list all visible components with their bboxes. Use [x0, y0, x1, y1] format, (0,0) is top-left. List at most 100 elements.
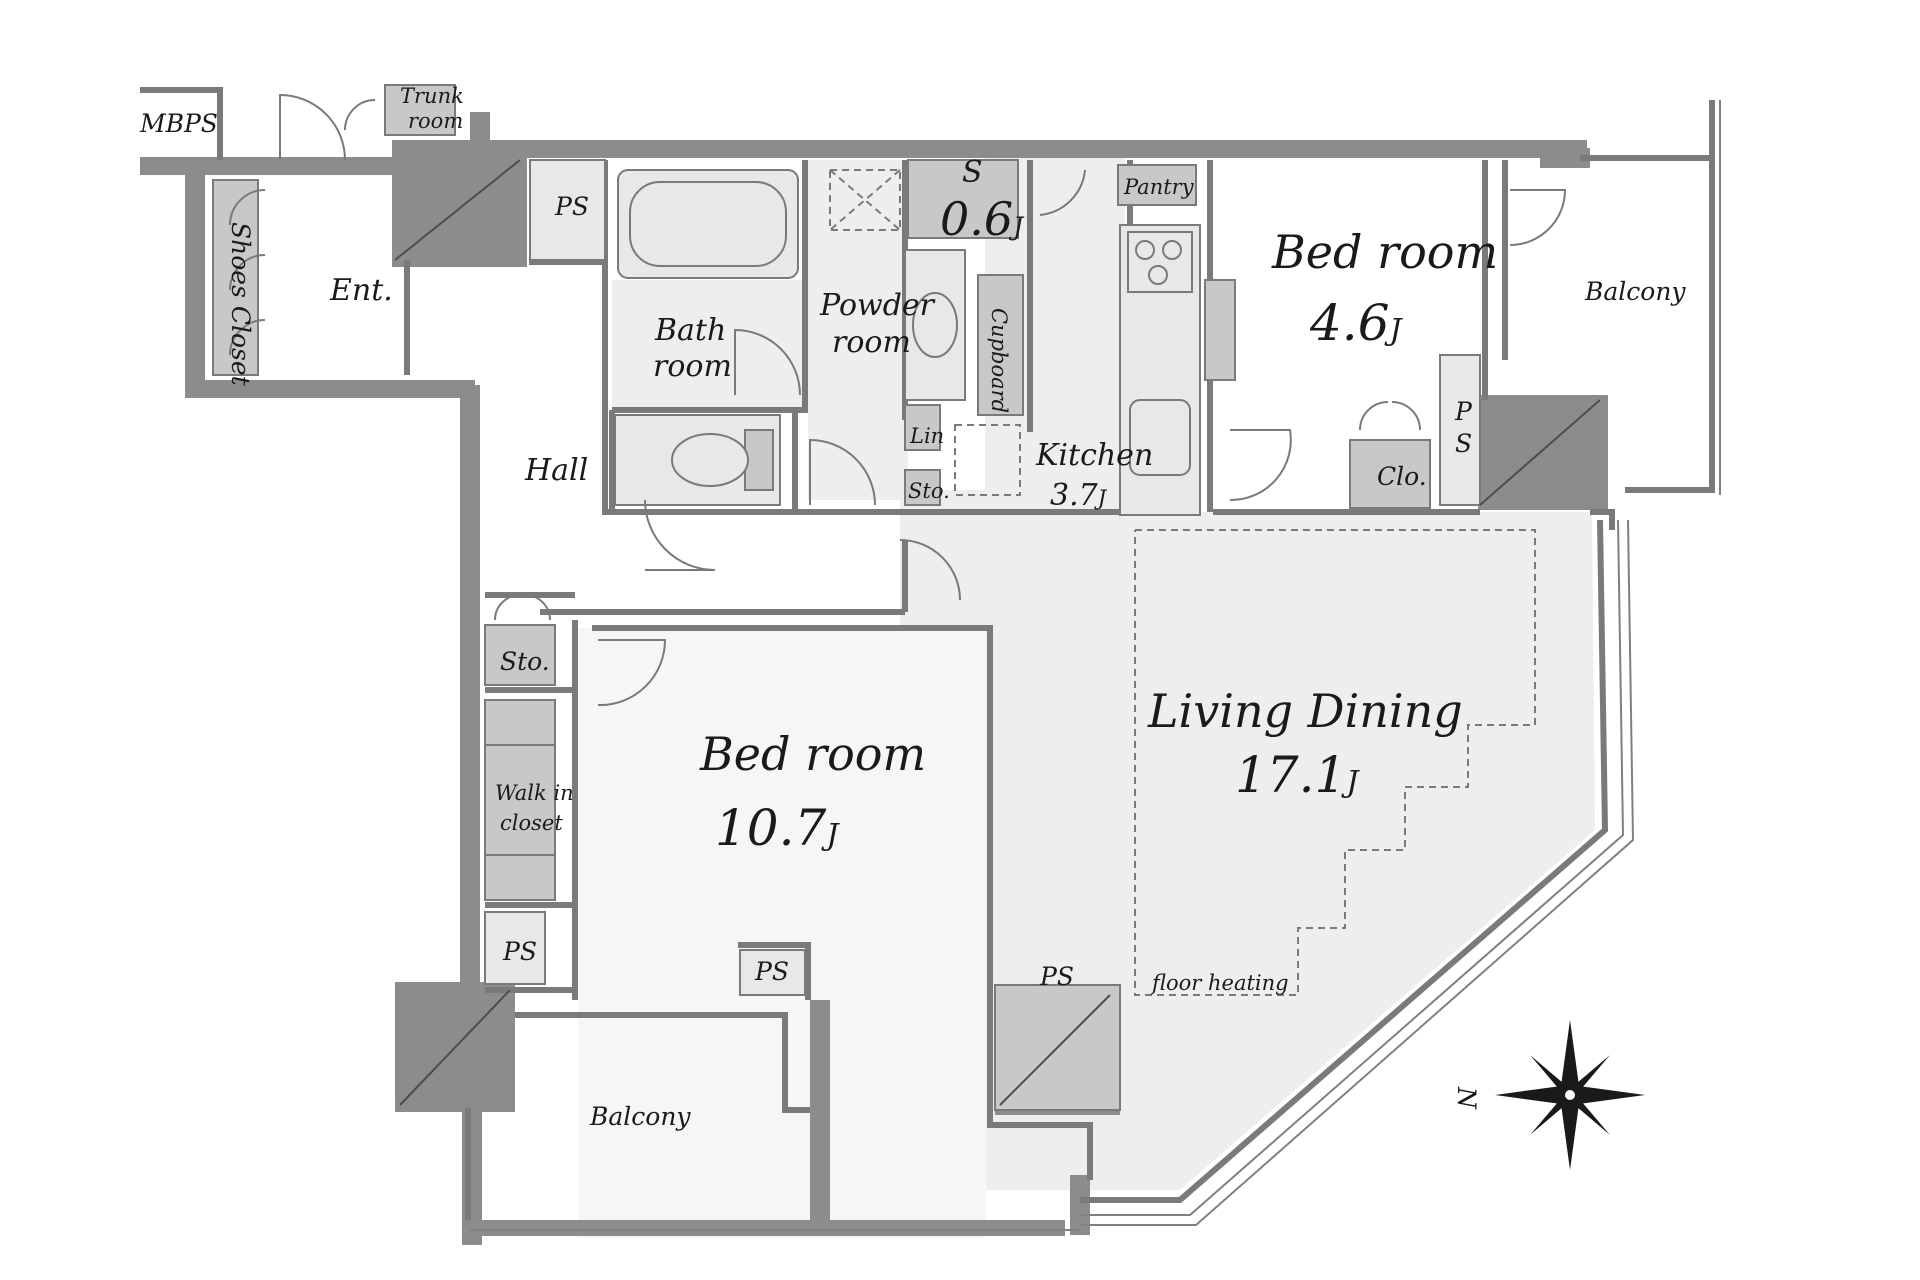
- angled-exterior-wall: [470, 519, 1635, 1231]
- compass-center: [1563, 1088, 1577, 1102]
- sink: [912, 292, 958, 358]
- closet-door: [494, 594, 521, 621]
- kitchen-sink: [1129, 399, 1191, 476]
- closet-door: [229, 189, 266, 226]
- ps-left-box: [484, 911, 546, 985]
- living-dining-label: Living Dining: [1147, 684, 1463, 738]
- wall-line: [602, 160, 1145, 515]
- compass-point: [1495, 1086, 1570, 1104]
- closet-box: [484, 854, 556, 901]
- ent-label: Ent.: [329, 273, 393, 308]
- trunk-room-label: Trunk: [400, 84, 464, 108]
- sto-small-box: [904, 469, 941, 506]
- doors: [229, 93, 1567, 707]
- cupboard-label: Cupboard: [987, 308, 1011, 413]
- fridge-space: [1204, 279, 1236, 381]
- fixtures: [212, 84, 1601, 1111]
- door-swing: [597, 639, 667, 707]
- labels: MBPS Trunk room Shoes Closet Ent. PS Bat…: [139, 84, 1686, 1131]
- sto-small-label: Sto.: [908, 479, 950, 503]
- kitchen-label: Kitchen: [1035, 438, 1153, 473]
- ps-mid-label: PS: [754, 957, 789, 986]
- powder-room-label: Powder: [819, 288, 936, 323]
- wall: [465, 1220, 1065, 1236]
- door-swing: [1039, 169, 1086, 216]
- door-swing: [899, 539, 961, 601]
- ps-top-label: PS: [554, 192, 589, 221]
- door-swing: [809, 438, 876, 506]
- ps-right-label: P: [1454, 397, 1473, 426]
- compass-point: [1561, 1020, 1579, 1095]
- bedroom-large-label: Bed room: [699, 727, 926, 781]
- door-swing: [1229, 429, 1292, 502]
- mbps-label: MBPS: [139, 109, 218, 138]
- wall: [1070, 1175, 1090, 1235]
- closet-door: [1391, 401, 1421, 431]
- ps-right-label-2: S: [1455, 429, 1472, 458]
- floor-heating-outline: [1134, 529, 1536, 996]
- walk-in-closet-label-2: closet: [500, 811, 563, 835]
- wall-line: [738, 942, 811, 1000]
- wall-line: [515, 1012, 810, 1113]
- walk-in-closet-label: Walk in: [495, 781, 574, 805]
- pantry-label: Pantry: [1123, 175, 1195, 199]
- hall-label: Hall: [524, 453, 588, 488]
- ps-mid-box: [739, 949, 806, 996]
- door-swing: [734, 328, 801, 396]
- kitchen-size: 3.7J: [1050, 478, 1108, 513]
- bedroom-small-size: 4.6J: [1309, 294, 1404, 352]
- compass-rose-icon: N: [1452, 1020, 1645, 1170]
- shoes-closet-box: [212, 179, 259, 376]
- floor-fills: [578, 155, 1595, 1238]
- powder-room-label-2: room: [832, 325, 911, 360]
- balcony-right-label: Balcony: [1584, 277, 1686, 306]
- powder-room-floor: [808, 160, 908, 500]
- wall: [185, 168, 205, 396]
- structure-hatch: [1479, 399, 1601, 506]
- lin-label: Lin: [909, 424, 944, 448]
- cupboard-box: [977, 274, 1024, 416]
- burner: [1135, 240, 1155, 260]
- wall-line: [1080, 519, 1609, 1203]
- clo-box: [1349, 439, 1431, 509]
- ps-right-box: [1439, 354, 1481, 506]
- wall-line: [140, 87, 223, 160]
- compass-point: [1570, 1055, 1610, 1095]
- floor-heating-label: floor heating: [1150, 971, 1289, 995]
- bathtub: [617, 169, 799, 279]
- bathtub-inner: [629, 181, 787, 267]
- window-line: [1080, 519, 1635, 1226]
- sto-box: [484, 624, 556, 686]
- bath-room-floor: [612, 280, 802, 410]
- bath-room-label-2: room: [653, 349, 732, 384]
- closet-box: [484, 699, 556, 746]
- wall: [460, 385, 480, 1005]
- skylight: [829, 169, 901, 231]
- wall: [470, 112, 490, 160]
- bedroom-small-label: Bed room: [1271, 225, 1498, 279]
- bedroom-large-floor: [578, 628, 986, 1238]
- structure-hatch: [999, 994, 1111, 1106]
- s-size: 0.6J: [940, 192, 1025, 246]
- structure-hatch: [394, 159, 521, 261]
- wall: [185, 380, 475, 398]
- pantry-box: [1117, 164, 1197, 206]
- bath-room-label: Bath: [654, 313, 726, 348]
- washer-space: [954, 424, 1021, 496]
- structure-hatch: [399, 989, 511, 1106]
- ps-bottom-label: PS: [1039, 962, 1074, 991]
- walk-in-closet-box: [484, 744, 556, 856]
- compass-point: [1570, 1086, 1645, 1104]
- interior-walls: [140, 87, 1715, 1220]
- wall: [1478, 395, 1608, 510]
- wall-line: [612, 160, 808, 413]
- living-dining-floor: [1072, 510, 1595, 1190]
- shoes-closet-label: Shoes Closet: [226, 222, 255, 387]
- clo-label: Clo.: [1377, 462, 1427, 491]
- lin-box: [904, 404, 941, 451]
- wall-line: [1625, 100, 1715, 493]
- closet-door: [344, 99, 376, 131]
- compass-point: [1570, 1095, 1610, 1135]
- trunk-room-box: [384, 84, 456, 136]
- s-label: S: [962, 155, 983, 190]
